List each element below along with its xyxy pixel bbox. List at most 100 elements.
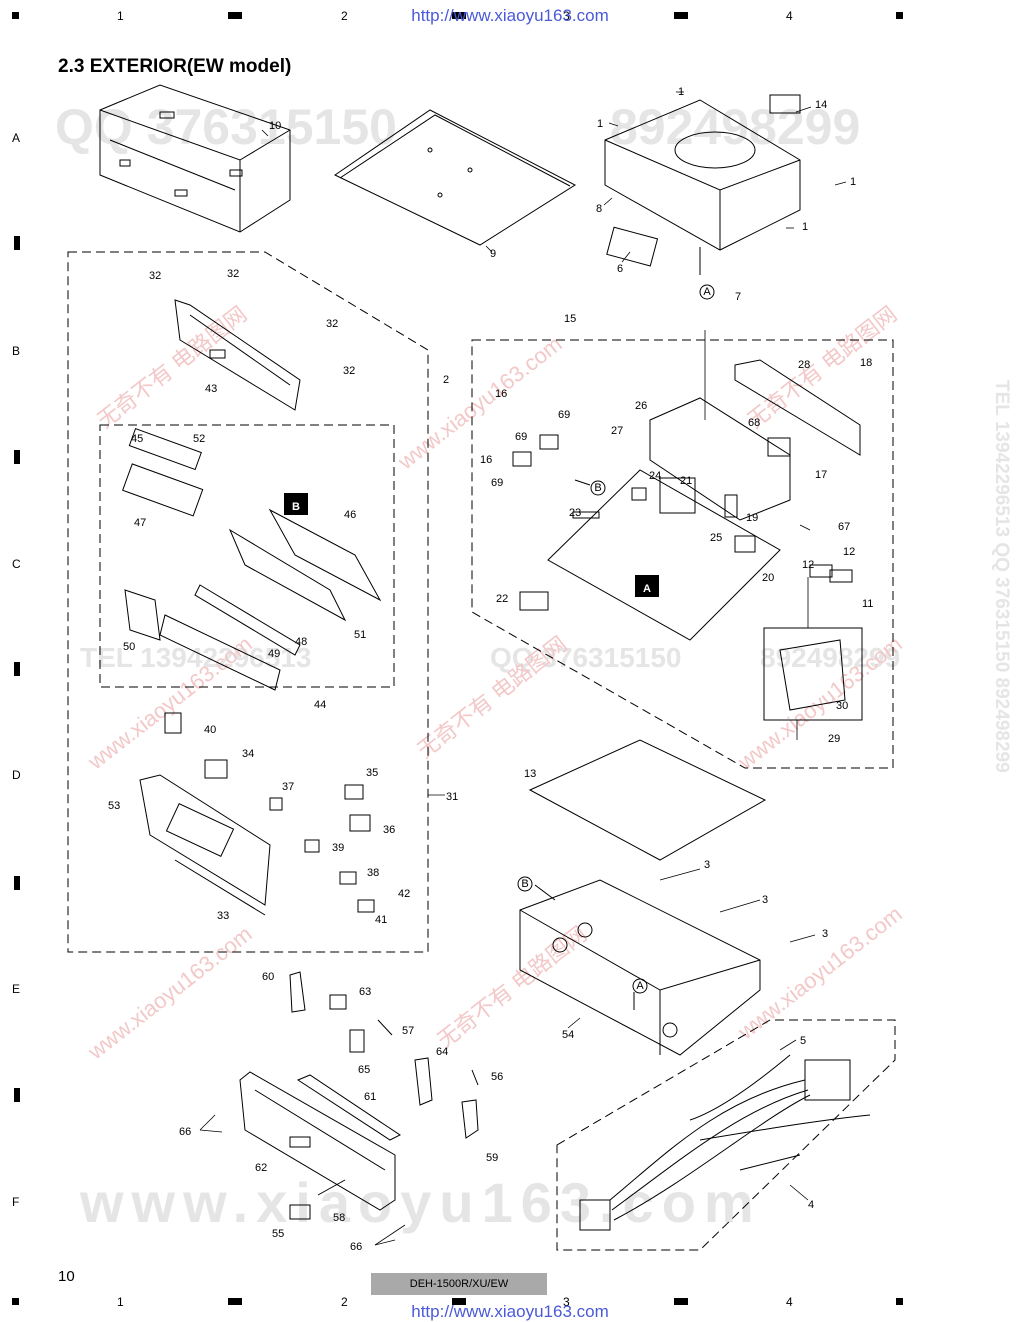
part-label: 22: [496, 593, 508, 605]
mechanism-part: [604, 94, 801, 267]
front-panel-part: [139, 774, 271, 916]
part-label: 48: [295, 636, 307, 648]
row-letter: F: [12, 1195, 20, 1209]
part-label: 32: [343, 365, 355, 377]
wiring-harness-part: [579, 1054, 871, 1231]
part-label: 1: [802, 221, 808, 233]
part-label: 29: [828, 733, 840, 745]
part-label: 67: [838, 521, 850, 533]
detachable-panel-part: [239, 1071, 401, 1211]
watermark: www.xiaoyu163.com: [80, 1171, 762, 1234]
part-label: 17: [815, 469, 827, 481]
insulator-part: [528, 739, 767, 861]
part-label: 44: [314, 699, 326, 711]
part-labels: 1 1 1 1 2 3 3 3 4 5 6 7 8 9 10 11 12 12 …: [108, 86, 873, 1253]
part-label: 9: [490, 248, 496, 260]
part-label: 65: [358, 1064, 370, 1076]
row-letter: D: [12, 768, 21, 782]
part-label: 1: [678, 86, 684, 98]
column-number: 1: [117, 1295, 124, 1309]
part-label: 10: [269, 120, 281, 132]
part-label: 3: [704, 859, 710, 871]
part-label: 45: [131, 433, 143, 445]
part-label: 12: [843, 546, 855, 558]
part-label: 12: [802, 559, 814, 571]
header-url[interactable]: http://www.xiaoyu163.com: [411, 6, 609, 25]
model-label: DEH-1500R/XU/EW: [371, 1273, 547, 1295]
ref-mark: A: [703, 286, 711, 298]
ruler-mark: [452, 1298, 466, 1305]
part-label: 46: [344, 509, 356, 521]
part-label: 35: [366, 767, 378, 779]
ruler-mark: [14, 450, 20, 464]
column-number: 4: [786, 9, 793, 23]
part-label: 37: [282, 781, 294, 793]
part-label: 32: [149, 270, 161, 282]
part-label: 3: [822, 928, 828, 940]
part-label: 24: [649, 470, 661, 482]
part-label: 43: [205, 383, 217, 395]
part-label: 4: [808, 1199, 814, 1211]
part-label: 47: [134, 517, 146, 529]
sleeve-part: [99, 84, 291, 233]
row-letter: C: [12, 557, 21, 571]
part-label: 13: [524, 768, 536, 780]
ruler-mark: [14, 236, 20, 250]
watermark: TEL 13942296513 QQ 376315150 892498299: [991, 380, 1012, 773]
sub-board-box: [763, 627, 863, 721]
part-label: 61: [364, 1091, 376, 1103]
column-number: 3: [563, 1295, 570, 1309]
part-label: 23: [569, 507, 581, 519]
part-label: 55: [272, 1228, 284, 1240]
part-label: 32: [227, 268, 239, 280]
footer-url[interactable]: http://www.xiaoyu163.com: [411, 1302, 609, 1321]
row-letter: A: [12, 131, 21, 145]
part-label: 32: [326, 318, 338, 330]
part-label: 56: [491, 1071, 503, 1083]
ruler-mark: [14, 662, 20, 676]
part-label: 16: [495, 388, 507, 400]
row-letter: B: [12, 344, 21, 358]
part-label: 26: [635, 400, 647, 412]
watermark: QQ 376315150: [490, 642, 682, 673]
part-label: 51: [354, 629, 366, 641]
main-board-group-box: [471, 339, 894, 769]
part-label: 20: [762, 572, 774, 584]
part-label: 14: [815, 99, 827, 111]
part-label: 39: [332, 842, 344, 854]
part-label: 59: [486, 1152, 498, 1164]
part-label: 16: [480, 454, 492, 466]
row-letter: E: [12, 982, 21, 996]
part-label: 69: [558, 409, 570, 421]
part-label: 57: [402, 1025, 414, 1037]
part-label: 25: [710, 532, 722, 544]
column-number: 1: [117, 9, 124, 23]
column-number: 2: [341, 1295, 348, 1309]
cover-plate-part: [334, 109, 577, 246]
wiring-harness-box: [556, 1019, 896, 1251]
part-label: 8: [596, 203, 602, 215]
column-number: 4: [786, 1295, 793, 1309]
part-label: 66: [179, 1126, 191, 1138]
part-label: 64: [436, 1046, 448, 1058]
part-label: 1: [597, 118, 603, 130]
ruler-mark: [12, 1298, 19, 1305]
ruler-mark: [12, 12, 19, 19]
ruler-mark: [452, 12, 466, 19]
part-label: 30: [836, 700, 848, 712]
sub-assembly-box: [99, 424, 395, 688]
part-label: 58: [333, 1212, 345, 1224]
leader-lines: [199, 91, 847, 1246]
part-label: 69: [491, 477, 503, 489]
part-label: 28: [798, 359, 810, 371]
part-label: 2: [443, 374, 449, 386]
part-label: 50: [123, 641, 135, 653]
front-panel-group-box: [67, 251, 429, 953]
part-label: 53: [108, 800, 120, 812]
ruler-mark: [228, 12, 242, 19]
part-label: 15: [564, 313, 576, 325]
ruler-mark: [228, 1298, 242, 1305]
column-number: 2: [341, 9, 348, 23]
part-label: 19: [746, 512, 758, 524]
